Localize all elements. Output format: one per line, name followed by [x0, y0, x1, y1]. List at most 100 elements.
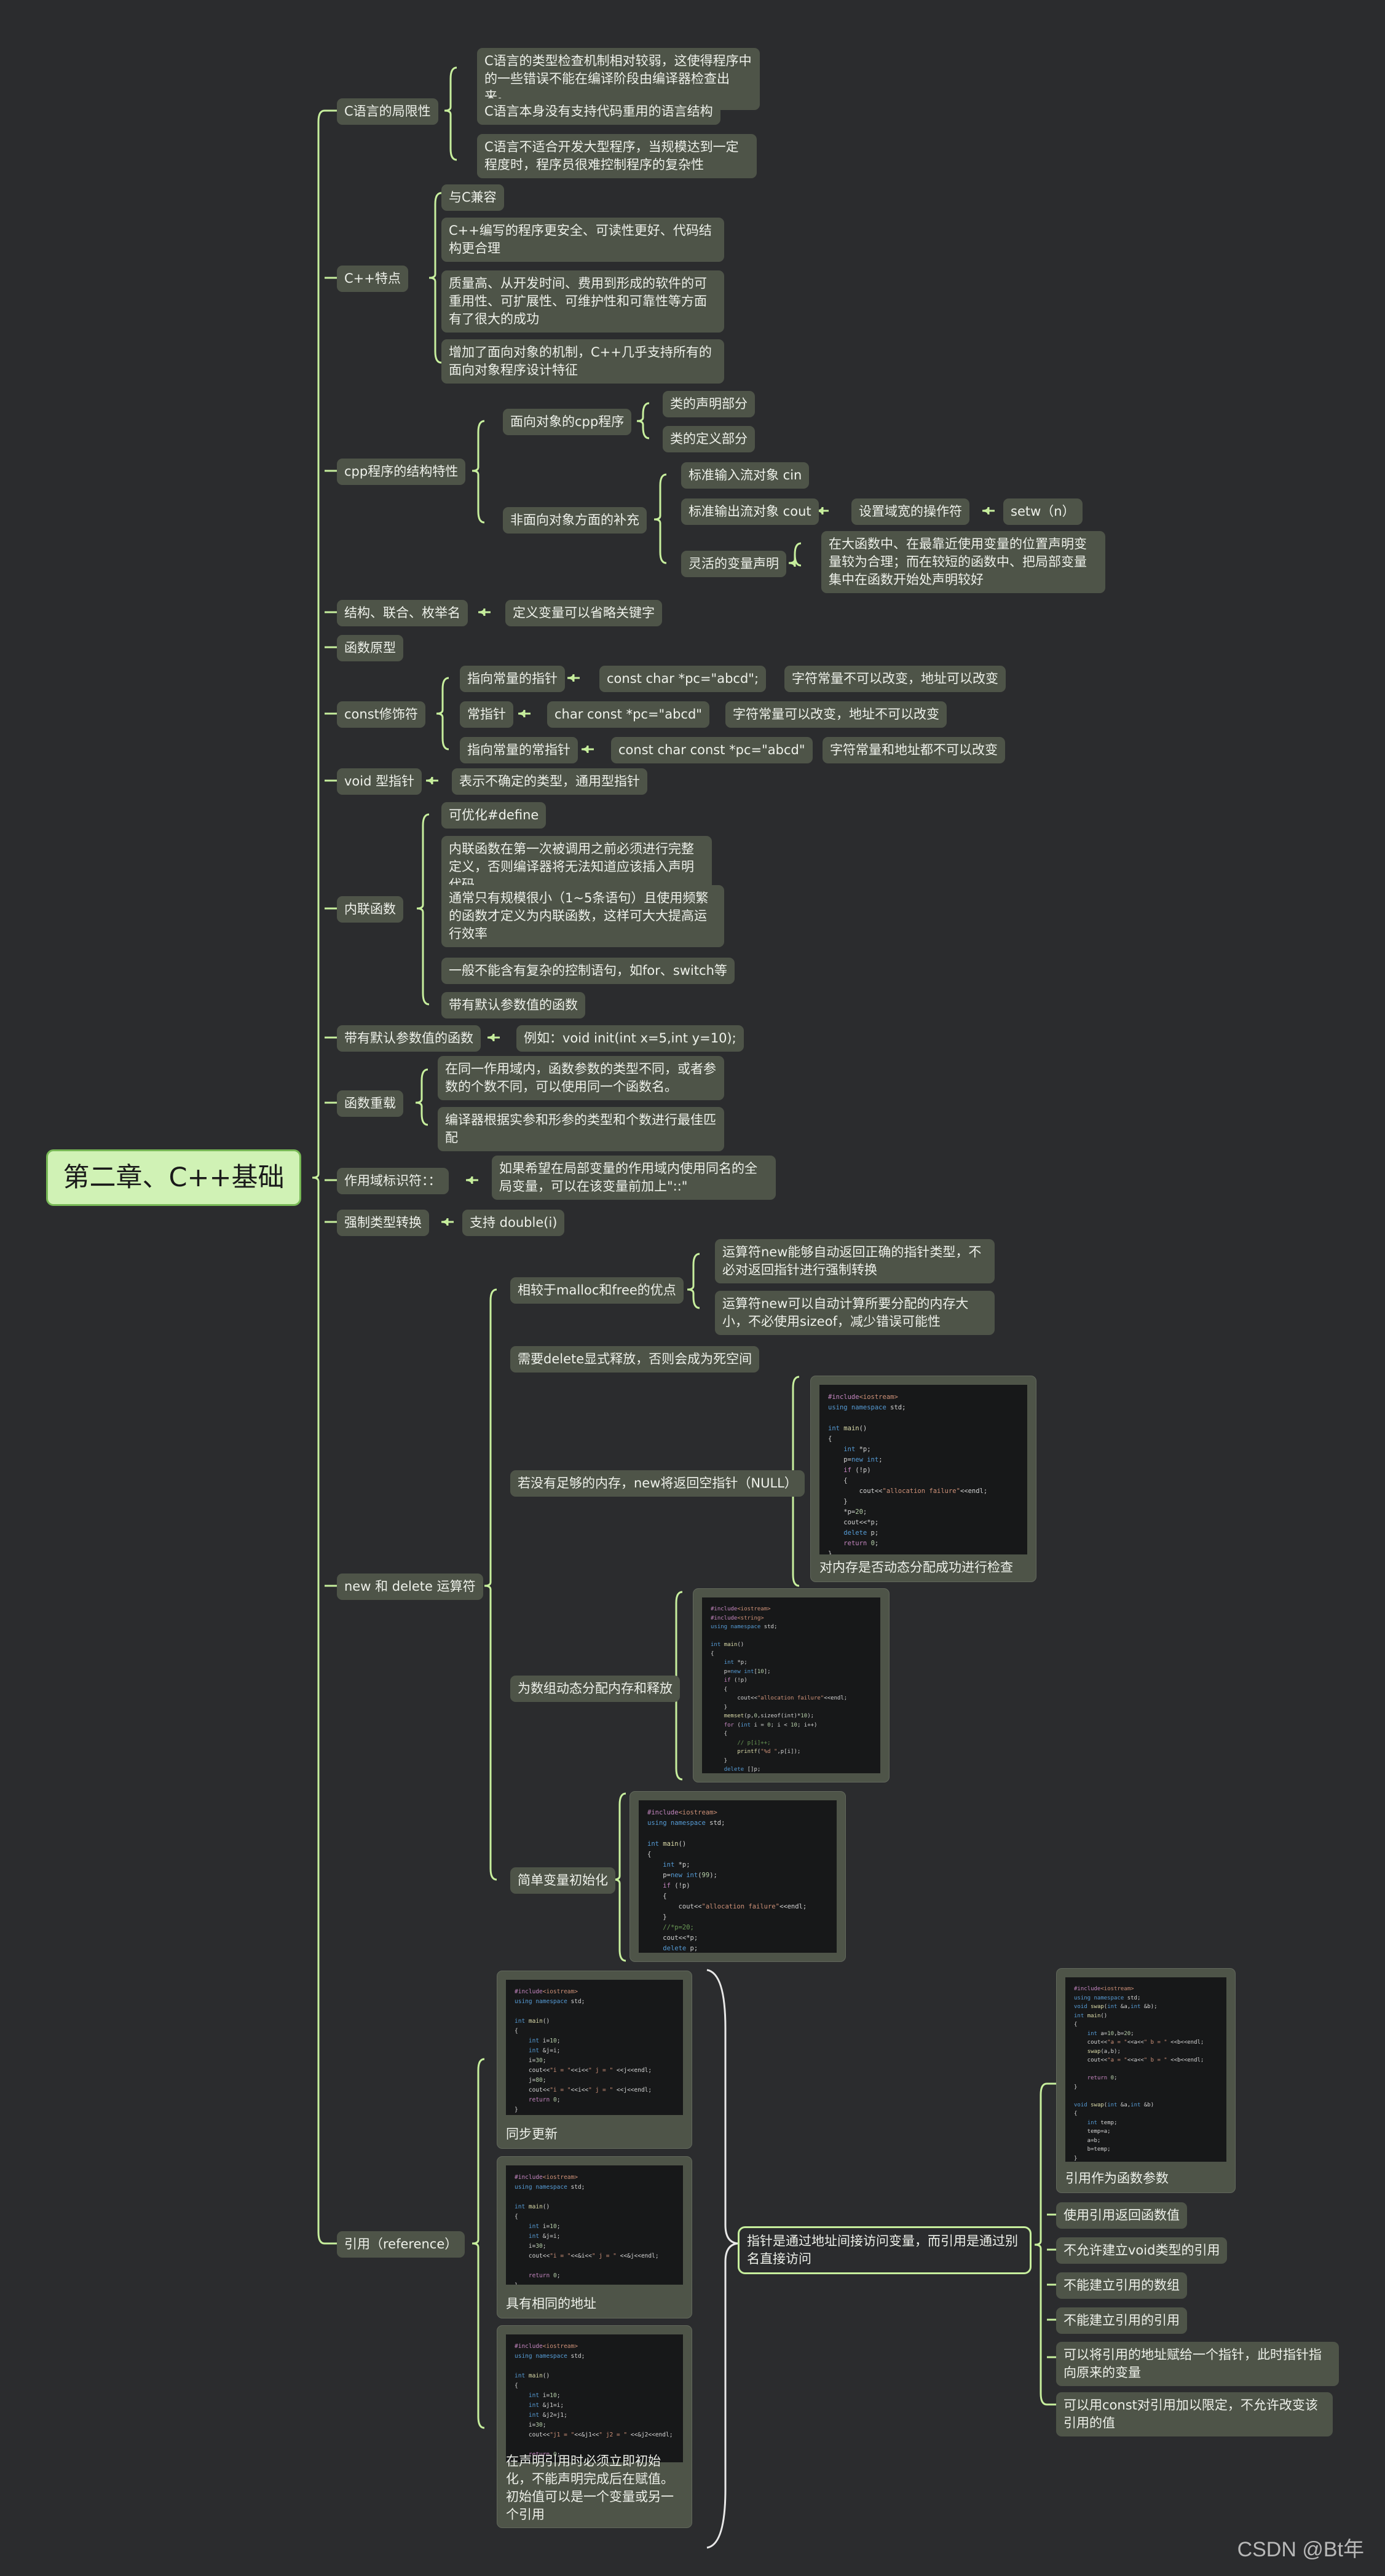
code-init-required: #include<iostream> using namespace std; … — [497, 2325, 692, 2528]
c-limit-2[interactable]: C语言本身没有支持代码重用的语言结构 — [477, 98, 720, 125]
topic-reference[interactable]: 引用（reference） — [337, 2231, 465, 2258]
topic-const[interactable]: const修饰符 — [337, 701, 425, 728]
c-limit-3[interactable]: C语言不适合开发大型程序，当规模达到一定程度时，程序员很难控制程序的复杂性 — [477, 134, 757, 178]
simple-variable-init[interactable]: 简单变量初始化 — [510, 1867, 615, 1894]
inline-1[interactable]: 可优化#define — [441, 802, 547, 829]
bracket-connector — [416, 813, 430, 1006]
topic-overloading[interactable]: 函数重载 — [337, 1090, 403, 1117]
const-pointer-to-const-code[interactable]: const char const *pc="abcd" — [611, 737, 813, 763]
cin-object[interactable]: 标准输入流对象 cin — [681, 462, 810, 489]
const-pointer-to-const[interactable]: 指向常量的常指针 — [460, 737, 578, 763]
code-block: #include<iostream> using namespace std; … — [819, 1385, 1027, 1554]
root-node[interactable]: 第二章、C++基础 — [46, 1149, 301, 1206]
watermark: CSDN @Bt年 — [1237, 2538, 1364, 2561]
code-reference-param: #include<iostream> using namespace std; … — [1056, 1968, 1236, 2193]
topic-new-delete[interactable]: new 和 delete 运算符 — [337, 1574, 483, 1600]
cpp-feature-2[interactable]: C++编写的程序更安全、可读性更好、代码结构更合理 — [441, 218, 724, 262]
bracket-connector — [518, 709, 531, 718]
inline-4[interactable]: 一般不能含有复杂的控制语句，如for、switch等 — [441, 958, 735, 984]
code-block: #include<iostream> using namespace std; … — [506, 1980, 683, 2115]
topic-program-structure[interactable]: cpp程序的结构特性 — [337, 459, 466, 485]
ref-const-qualified[interactable]: 可以用const对引用加以限定，不允许改变该引用的值 — [1056, 2392, 1333, 2436]
cpp-feature-1[interactable]: 与C兼容 — [441, 184, 504, 211]
bracket-connector — [484, 1288, 497, 1881]
sync-update-caption: 同步更新 — [506, 2127, 558, 2141]
same-address-caption: 具有相同的地址 — [506, 2296, 596, 2311]
bracket-connector — [1034, 2082, 1048, 2406]
bracket-connector — [472, 2058, 485, 2429]
bracket-connector — [567, 674, 580, 682]
const-pointer-to-const-note[interactable]: 字符常量和地址都不可以改变 — [823, 737, 1005, 763]
omit-keyword[interactable]: 定义变量可以省略关键字 — [505, 600, 662, 626]
bracket-connector — [425, 776, 438, 785]
bracket-connector — [613, 1792, 626, 1962]
advantage-2[interactable]: 运算符new可以自动计算所要分配的内存大小，不必使用sizeof，减少错误可能性 — [715, 1291, 995, 1335]
explicit-delete[interactable]: 需要delete显式释放，否则会成为死空间 — [510, 1346, 760, 1373]
default-params-example[interactable]: 例如：void init(int x=5,int y=10); — [516, 1025, 744, 1052]
pointer-to-const-code[interactable]: const char *pc="abcd"; — [599, 666, 767, 692]
topic-type-cast[interactable]: 强制类型转换 — [337, 1210, 429, 1236]
topic-c-limitations[interactable]: C语言的局限性 — [337, 98, 438, 125]
code-array-alloc: #include<iostream> #include<string> usin… — [693, 1588, 890, 1782]
new-returns-null[interactable]: 若没有足够的内存，new将返回空指针（NULL） — [510, 1470, 805, 1497]
scope-resolution-desc[interactable]: 如果希望在局部变量的作用域内使用同名的全局变量，可以在该变量前加上"::" — [492, 1156, 776, 1200]
bracket-connector — [472, 420, 485, 524]
bracket-connector — [636, 402, 650, 439]
advantage-1[interactable]: 运算符new能够自动返回正确的指针类型，不必对返回指针进行强制转换 — [715, 1239, 995, 1283]
setw-manipulator[interactable]: setw（n） — [1003, 498, 1083, 525]
bracket-connector — [487, 1033, 500, 1042]
bracket-connector — [581, 745, 594, 754]
topic-scope-resolution[interactable]: 作用域标识符：： — [337, 1168, 449, 1194]
pointer-to-const-note[interactable]: 字符常量不可以改变，地址可以改变 — [784, 666, 1006, 692]
ref-return-value[interactable]: 使用引用返回函数值 — [1056, 2202, 1187, 2229]
ref-no-array[interactable]: 不能建立引用的数组 — [1056, 2272, 1187, 2299]
code-simple-init: #include<iostream> using namespace std; … — [629, 1791, 846, 1962]
type-cast-desc[interactable]: 支持 double(i) — [462, 1210, 565, 1236]
void-pointer-desc[interactable]: 表示不确定的类型，通用型指针 — [452, 768, 647, 795]
pointer-vs-reference[interactable]: 指针是通过地址间接访问变量，而引用是通过别名直接访问 — [738, 2226, 1032, 2274]
bracket-connector — [788, 542, 802, 567]
const-pointer-code[interactable]: char const *pc="abcd" — [547, 701, 709, 728]
topic-cpp-features[interactable]: C++特点 — [337, 266, 408, 292]
code-block: #include<iostream> using namespace std; … — [1065, 1977, 1226, 2162]
flexible-declaration[interactable]: 灵活的变量声明 — [681, 551, 786, 577]
bracket-connector — [982, 506, 995, 515]
overload-2[interactable]: 编译器根据实参和形参的类型和个数进行最佳匹配 — [438, 1107, 724, 1151]
ref-no-ref-of-ref[interactable]: 不能建立引用的引用 — [1056, 2307, 1187, 2334]
alloc-check-caption: 对内存是否动态分配成功进行检查 — [819, 1560, 1013, 1575]
const-pointer[interactable]: 常指针 — [460, 701, 513, 728]
inline-3[interactable]: 通常只有规模很小（1~5条语句）且使用频繁的函数才定义为内联函数，这样可大大提高… — [441, 885, 724, 947]
topic-default-params[interactable]: 带有默认参数值的函数 — [337, 1025, 481, 1052]
class-declaration[interactable]: 类的声明部分 — [663, 391, 755, 417]
bracket-connector — [653, 473, 667, 564]
ref-no-void[interactable]: 不允许建立void类型的引用 — [1056, 2237, 1228, 2264]
non-oop-supplement[interactable]: 非面向对象方面的补充 — [503, 507, 647, 534]
overload-1[interactable]: 在同一作用域内，函数参数的类型不同，或者参数的个数不同，可以使用同一个函数名。 — [438, 1056, 724, 1100]
oop-program[interactable]: 面向对象的cpp程序 — [503, 409, 632, 435]
cpp-feature-3[interactable]: 质量高、从开发时间、费用到形成的软件的可重用性、可扩展性、可维护性和可靠性等方面… — [441, 270, 724, 333]
code-block: #include<iostream> using namespace std; … — [506, 2165, 683, 2285]
const-pointer-note[interactable]: 字符常量可以改变，地址不可以改变 — [725, 701, 947, 728]
class-definition[interactable]: 类的定义部分 — [663, 426, 755, 452]
cpp-feature-4[interactable]: 增加了面向对象的机制，C++几乎支持所有的面向对象程序设计特征 — [441, 339, 724, 384]
advantages-over-malloc[interactable]: 相较于malloc和free的优点 — [510, 1277, 684, 1304]
reference-param-caption: 引用作为函数参数 — [1065, 2171, 1169, 2186]
declaration-advice[interactable]: 在大函数中、在最靠近使用变量的位置声明变量较为合理；而在较短的函数中、把局部变量… — [821, 531, 1105, 593]
field-width-manipulator[interactable]: 设置域宽的操作符 — [851, 498, 969, 525]
code-block: #include<iostream> using namespace std; … — [639, 1800, 837, 1953]
array-allocation[interactable]: 为数组动态分配内存和释放 — [510, 1676, 680, 1702]
bracket-connector — [687, 1253, 700, 1309]
topic-struct-union-enum[interactable]: 结构、联合、枚举名 — [337, 600, 468, 626]
topic-void-pointer[interactable]: void 型指针 — [337, 768, 422, 795]
init-required-caption: 在声明引用时必须立即初始化，不能声明完成后在赋值。初始值可以是一个变量或另一个引… — [506, 2454, 674, 2522]
bracket-connector — [444, 66, 457, 161]
topic-function-prototype[interactable]: 函数原型 — [337, 635, 403, 661]
inline-5[interactable]: 带有默认参数值的函数 — [441, 992, 585, 1018]
cout-object[interactable]: 标准输出流对象 cout — [681, 498, 819, 525]
ref-address-to-pointer[interactable]: 可以将引用的地址赋给一个指针，此时指针指向原来的变量 — [1056, 2342, 1339, 2386]
topic-inline-function[interactable]: 内联函数 — [337, 896, 403, 923]
bracket-connector — [441, 1218, 454, 1226]
reference-group-brace — [706, 1969, 738, 2549]
pointer-to-const[interactable]: 指向常量的指针 — [460, 666, 565, 692]
